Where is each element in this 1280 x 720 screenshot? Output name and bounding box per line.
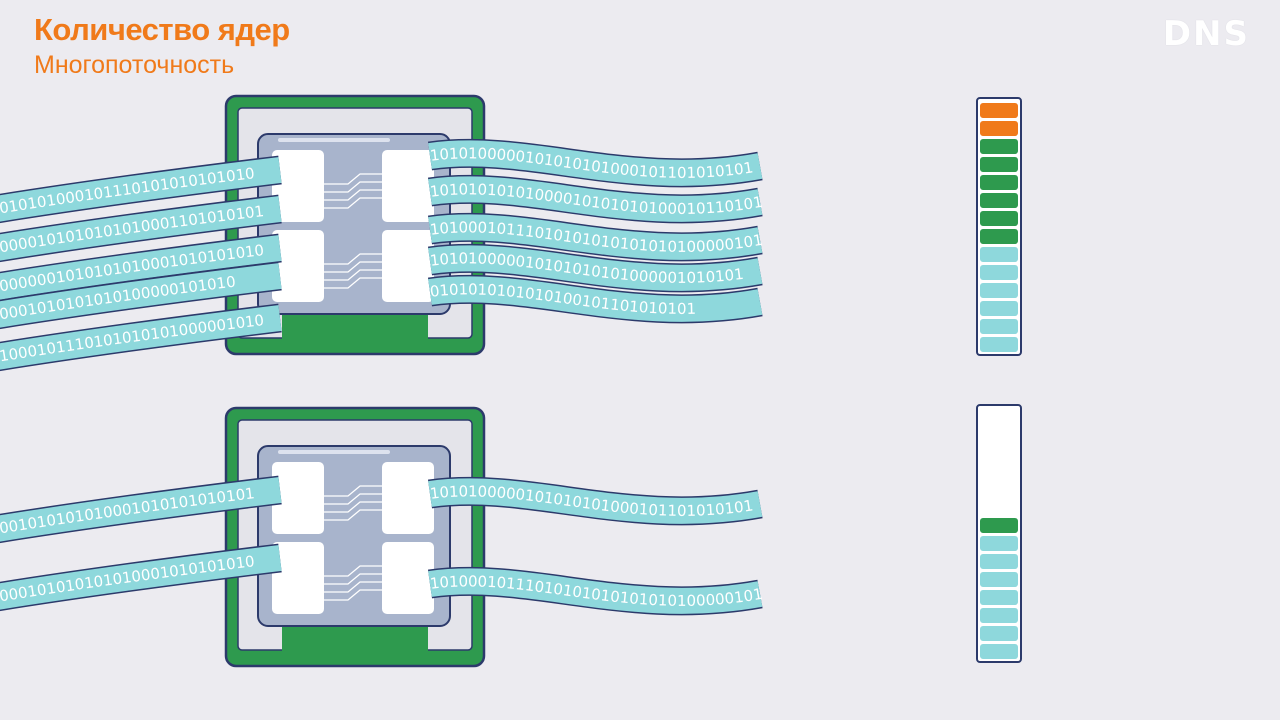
data-stream [428,568,763,614]
cpu-core [272,542,324,614]
core-trace [324,173,382,185]
core-trace [324,253,382,265]
die-highlight [278,138,390,142]
cpu-core [382,462,434,534]
cpu-core [272,230,324,302]
data-stream [428,245,763,291]
data-stream [428,478,763,524]
core-trace [324,573,382,585]
meter-segment [980,283,1018,298]
core-trace [324,181,382,193]
data-stream [0,477,282,542]
core-trace [324,493,382,505]
cpu-notch [282,314,428,342]
meter-segment [980,572,1018,587]
meter-segment [980,626,1018,641]
core-trace [324,509,382,521]
cpu-icon [224,406,486,668]
core-trace [324,261,382,273]
meter-segment [980,175,1018,190]
cpu-core [382,150,434,222]
cpu-core [382,542,434,614]
data-stream [0,157,282,222]
core-trace [324,277,382,289]
data-stream [0,305,282,370]
cpu-notch [282,626,428,654]
processor-top: 1010101000101110101010101010000001010101… [0,0,764,372]
core-trace [324,197,382,209]
core-trace [324,581,382,593]
data-stream [0,196,282,261]
meter-segment [980,229,1018,244]
data-stream [0,545,282,610]
data-stream [428,140,763,186]
data-stream [0,235,282,300]
heading-block: Количество ядер Многопоточность [34,10,290,80]
load-meter-top [976,97,1022,356]
core-trace [324,189,382,201]
cpu-core [382,230,434,302]
cpu-core [272,150,324,222]
meter-segment [980,121,1018,136]
load-meter-bottom [976,404,1022,663]
meter-segment [980,518,1018,533]
meter-segment [980,193,1018,208]
data-stream [0,263,282,328]
meter-segment [980,157,1018,172]
dns-logo: DNS [1162,14,1250,54]
meter-segment [980,211,1018,226]
data-stream [428,214,763,260]
meter-segment [980,319,1018,334]
meter-segment [980,139,1018,154]
meter-segment [980,590,1018,605]
meter-segment [980,265,1018,280]
core-trace [324,589,382,601]
data-stream [428,176,763,222]
core-trace [324,269,382,281]
core-trace [324,565,382,577]
core-trace [324,485,382,497]
meter-segment [980,247,1018,262]
meter-segment [980,644,1018,659]
page-subtitle: Многопоточность [34,51,235,79]
core-trace [324,501,382,513]
meter-segment [980,337,1018,352]
meter-segment [980,536,1018,551]
meter-segment [980,103,1018,118]
die-highlight [278,450,390,454]
meter-segment [980,554,1018,569]
page-title: Количество ядер [34,12,290,47]
meter-segment [980,608,1018,623]
data-stream [428,276,763,322]
meter-segment [980,301,1018,316]
cpu-core [272,462,324,534]
